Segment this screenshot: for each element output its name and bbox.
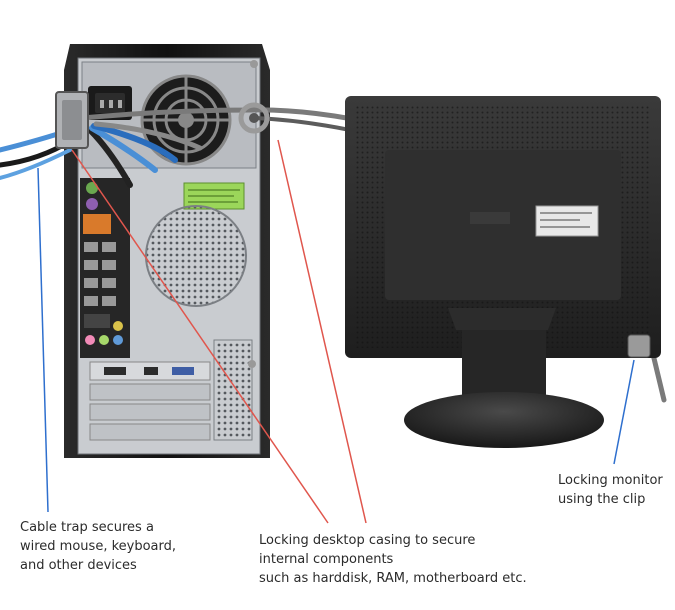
psu-fan-grille: [140, 74, 232, 166]
expansion-slots: [89, 339, 253, 441]
monitor-clip: [627, 334, 651, 358]
pointer-casing-2: [71, 149, 329, 524]
caption-cable-trap: Cable trap secures a wired mouse, keyboa…: [20, 520, 177, 573]
caption-casing-lock: Locking desktop casing to secure interna…: [259, 533, 527, 586]
case-fan-mesh: [145, 205, 247, 307]
pointer-monitor-clip: [613, 359, 635, 465]
monitor-label: [535, 205, 599, 237]
pointer-lines: [37, 139, 635, 524]
caption-monitor-lock: Locking monitor using the clip: [558, 473, 663, 507]
pointer-casing: [277, 139, 367, 524]
power-socket: [88, 86, 132, 120]
casing-lock: [238, 102, 270, 134]
pointer-cable-trap: [37, 167, 49, 513]
cable-trap: [55, 91, 89, 149]
monitor: [345, 96, 661, 448]
io-panel: [80, 178, 130, 358]
desktop-tower: [64, 44, 270, 458]
